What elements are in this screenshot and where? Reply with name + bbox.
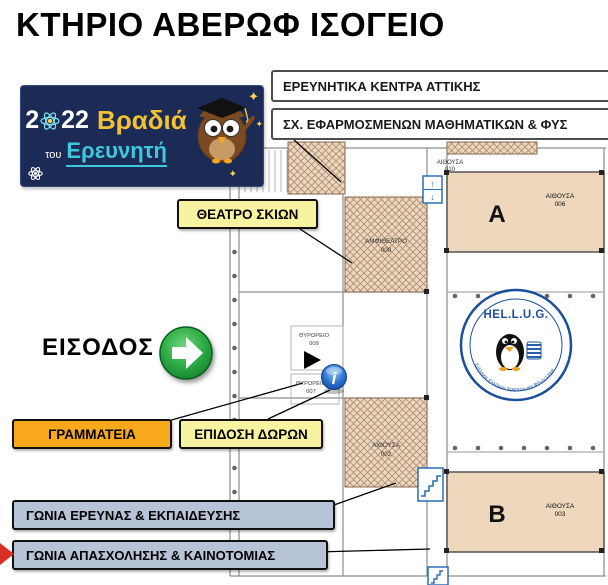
info-icon-letter: i bbox=[332, 369, 338, 388]
amphitheater-name: ΑΜΦΙΘΕΑΤΡΟ bbox=[365, 238, 407, 245]
callout-research-corner: ΓΩΝΙΑ ΕΡΕΥΝΑΣ & ΕΚΠΑΙΔΕΥΣΗΣ bbox=[12, 500, 335, 530]
tag-research-centers: ΕΡΕΥΝΗΤΙΚΑ ΚΕΝΤΡΑ ΑΤΤΙΚΗΣ bbox=[271, 70, 608, 102]
room-002-number: 002 bbox=[381, 451, 392, 458]
hellug-logo: HEL.L.U.G. Σύλλογος Ελλήνων Χρηστών και … bbox=[459, 288, 573, 402]
owl-mascot-icon bbox=[197, 98, 255, 164]
elevator-icon: ↑ ↓ bbox=[422, 175, 443, 204]
tux-penguin-icon bbox=[496, 334, 524, 371]
room-b-number: 003 bbox=[555, 511, 566, 518]
porter-1-name: ΘΥΡΩΡΕΙΟ bbox=[299, 333, 330, 339]
atom-icon bbox=[40, 111, 60, 130]
entrance-label: ΕΙΣΟΔΟΣ bbox=[42, 334, 154, 361]
porter-2-name: ΘΥΡΩΡΕΙΟ bbox=[296, 381, 327, 387]
page-title: ΚΤΗΡΙΟ ΑΒΕΡΩΦ ΙΣΟΓΕΙΟ bbox=[16, 6, 445, 43]
logo-word-vradia: Βραδιά bbox=[96, 105, 187, 135]
event-logo-text: 2 22 Βραδιά του Ερευνητή bbox=[21, 86, 187, 186]
room-a-number: 006 bbox=[555, 201, 566, 208]
logo-year-prefix: 2 bbox=[25, 106, 40, 134]
room-a-name: ΑΙΘΟΥΣΑ bbox=[546, 193, 575, 200]
logo-year-suffix: 22 bbox=[61, 106, 89, 134]
room-b-name: ΑΙΘΟΥΣΑ bbox=[546, 503, 575, 510]
hellug-title: HEL.L.U.G. bbox=[483, 309, 548, 321]
room-a-letter: A bbox=[488, 201, 505, 228]
elevator-down-glyph: ↓ bbox=[430, 192, 435, 202]
amphitheater-room bbox=[344, 196, 428, 293]
owl-mascot: ✦ ✦ ✦ bbox=[187, 86, 263, 186]
greek-flag-shield-icon bbox=[526, 341, 542, 360]
hatched-rooms bbox=[287, 141, 538, 488]
star-icon: ✦ bbox=[248, 89, 259, 104]
atom-icon-small bbox=[28, 166, 43, 181]
amphitheater-number: 008 bbox=[381, 247, 392, 254]
entrance-direction-triangle bbox=[304, 351, 321, 369]
callout-shadow-theater: ΘΕΑΤΡΟ ΣΚΙΩΝ bbox=[177, 199, 318, 229]
callout-gift-delivery: ΕΠΙΔΟΣΗ ΔΩΡΩΝ bbox=[179, 419, 323, 449]
logo-word-tou: του bbox=[45, 149, 62, 161]
star-icon: ✦ bbox=[228, 169, 237, 180]
stairs-icon-bottom bbox=[427, 566, 449, 585]
tag-school-applied-sciences: ΣΧ. ΕΦΑΡΜΟΣΜΕΝΩΝ ΜΑΘΗΜΑΤΙΚΩΝ & ΦΥΣ bbox=[271, 108, 608, 140]
room-010-name: ΑΙΘΟΥΣΑ bbox=[437, 160, 464, 166]
hatched-room-top bbox=[287, 141, 346, 195]
room-b-letter: B bbox=[488, 501, 505, 528]
stairs-icon bbox=[417, 467, 444, 502]
logo-word-erevniti: Ερευνητή bbox=[66, 138, 167, 167]
entrance-arrow-icon bbox=[159, 326, 213, 380]
hatched-strip-top-right bbox=[446, 141, 538, 155]
room-b bbox=[446, 471, 605, 553]
callout-innovation-corner: ΓΩΝΙΑ ΑΠΑΣΧΟΛΗΣΗΣ & ΚΑΙΝΟΤΟΜΙΑΣ bbox=[12, 540, 328, 570]
room-010-number: 010 bbox=[445, 167, 456, 173]
info-icon: i bbox=[321, 364, 347, 394]
porter-2-number: 007 bbox=[306, 389, 316, 395]
porter-1-number: 009 bbox=[309, 341, 319, 347]
callout-connector-lines bbox=[167, 138, 431, 553]
elevator-up-glyph: ↑ bbox=[430, 179, 435, 189]
room-002 bbox=[344, 397, 428, 488]
room-002-name: ΑΙΘΟΥΣΑ bbox=[372, 442, 401, 449]
star-icon: ✦ bbox=[255, 119, 263, 129]
event-logo: 2 22 Βραδιά του Ερευνητή bbox=[20, 85, 264, 187]
room-a bbox=[446, 171, 605, 253]
callout-secretariat: ΓΡΑΜΜΑΤΕΙΑ bbox=[12, 419, 172, 449]
red-arrow-marker bbox=[0, 543, 14, 565]
